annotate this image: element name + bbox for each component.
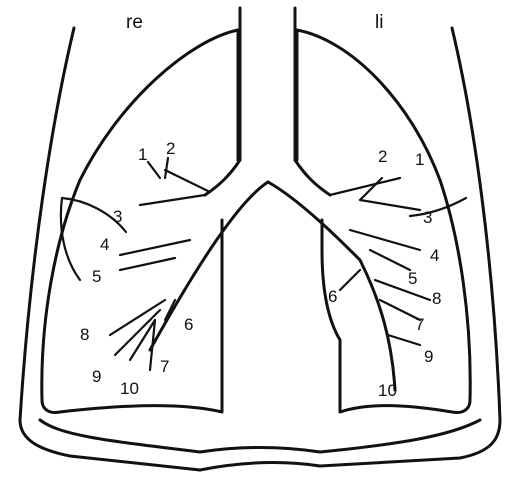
segment-label-left-10: 10 <box>378 381 397 400</box>
segment-label-left-7: 7 <box>415 315 424 334</box>
segment-label-right-5: 5 <box>92 267 101 286</box>
segment-label-left-4: 4 <box>430 246 439 265</box>
right-lung <box>42 30 238 413</box>
segment-label-right-10: 10 <box>120 379 139 398</box>
segment-label-left-5: 5 <box>408 269 417 288</box>
segment-label-left-9: 9 <box>424 347 433 366</box>
segment-label-right-3: 3 <box>113 207 122 226</box>
side-label-right: re <box>126 12 143 33</box>
segment-label-left-8: 8 <box>432 289 441 308</box>
segment-label-right-8: 8 <box>80 325 89 344</box>
segment-label-right-1: 1 <box>138 145 147 164</box>
segment-label-right-9: 9 <box>92 367 101 386</box>
segment-label-right-7: 7 <box>160 357 169 376</box>
trachea <box>240 8 295 160</box>
chest-outline <box>20 28 500 470</box>
segment-label-right-6: 6 <box>184 315 193 334</box>
left-lung <box>297 30 470 413</box>
segment-label-left-1: 1 <box>415 150 424 169</box>
segment-label-right-4: 4 <box>100 235 109 254</box>
segment-label-left-3: 3 <box>423 208 432 227</box>
bronchial-tree <box>110 158 430 390</box>
side-label-left: li <box>375 12 383 33</box>
segment-label-right-2: 2 <box>166 139 175 158</box>
segment-label-left-6: 6 <box>328 287 337 306</box>
segment-label-left-2: 2 <box>378 147 387 166</box>
